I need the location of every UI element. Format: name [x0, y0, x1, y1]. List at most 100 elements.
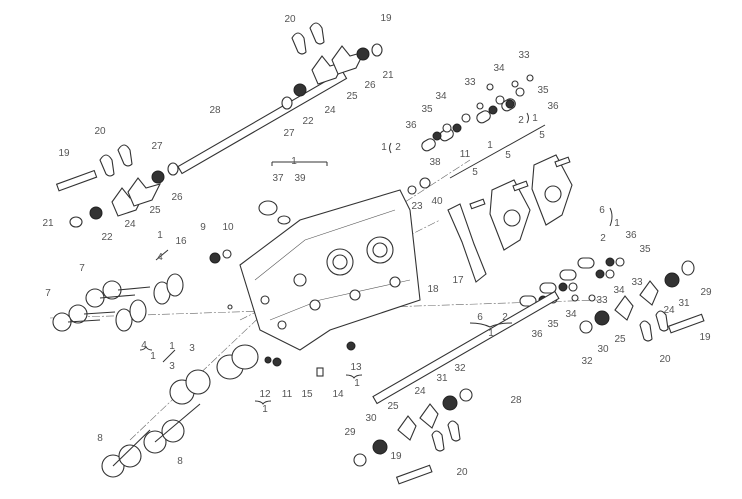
callout-label: 27	[151, 141, 163, 152]
callout-label: 1	[262, 404, 268, 415]
callout-label: 25	[614, 334, 626, 345]
callout-label: 26	[364, 80, 376, 91]
callout-label: 6	[599, 205, 605, 216]
callout-label: 15	[301, 389, 313, 400]
callout-label: 1	[381, 142, 387, 153]
callout-label: 1	[150, 351, 156, 362]
callout-label: 36	[531, 329, 543, 340]
callout-label: 24	[414, 386, 426, 397]
callout-label: 35	[547, 319, 559, 330]
callout-label: 36	[547, 101, 559, 112]
callout-label: 21	[42, 218, 54, 229]
callout-label: 24	[324, 105, 336, 116]
callout-label: 2	[518, 115, 524, 126]
callout-label: 34	[613, 285, 625, 296]
callout-label: 33	[464, 77, 476, 88]
callout-label: 2	[600, 233, 606, 244]
callout-label: 13	[350, 362, 362, 373]
callout-label: 33	[596, 295, 608, 306]
lower-rocker-shaft-assembly	[353, 260, 705, 485]
callout-label: 20	[659, 354, 671, 365]
callout-label: 18	[427, 284, 439, 295]
callout-label: 40	[431, 196, 443, 207]
callout-label: 1	[532, 113, 538, 124]
callout-label: 1	[354, 378, 360, 389]
camshaft-covers	[447, 154, 573, 283]
callout-label: 30	[365, 413, 377, 424]
callout-label: 33	[518, 50, 530, 61]
callout-label: 26	[171, 192, 183, 203]
callout-label: 10	[222, 222, 234, 233]
upper-rocker-shaft-assembly	[177, 22, 383, 175]
callout-label: 1	[157, 230, 163, 241]
callout-label: 2	[502, 312, 508, 323]
callout-label: 1	[487, 140, 493, 151]
callout-label: 22	[101, 232, 113, 243]
cylinder-head	[209, 189, 421, 351]
callout-label: 1	[169, 341, 175, 352]
callout-label: 24	[124, 219, 136, 230]
callout-label: 23	[411, 201, 423, 212]
callout-label: 19	[390, 451, 402, 462]
callout-label: 19	[699, 332, 711, 343]
valves-and-seals	[52, 273, 356, 478]
callout-label: 22	[302, 116, 314, 127]
callout-label: 1	[614, 218, 620, 229]
callout-label: 34	[435, 91, 447, 102]
callout-label: 24	[663, 305, 675, 316]
callout-label: 1	[488, 328, 494, 339]
callout-label: 30	[597, 344, 609, 355]
callout-label: 16	[175, 236, 187, 247]
callout-label: 31	[678, 298, 690, 309]
callout-label: 5	[539, 130, 545, 141]
callout-label: 35	[537, 85, 549, 96]
callout-label: 5	[472, 167, 478, 178]
callout-label: 21	[382, 70, 394, 81]
callout-label: 7	[45, 288, 51, 299]
callout-label: 34	[565, 309, 577, 320]
callout-label: 36	[625, 230, 637, 241]
callout-label: 32	[581, 356, 593, 367]
callout-label: 25	[387, 401, 399, 412]
callout-label: 3	[189, 343, 195, 354]
callout-label: 39	[294, 173, 306, 184]
callout-label: 29	[700, 287, 712, 298]
callout-label: 14	[332, 389, 344, 400]
callout-label: 7	[79, 263, 85, 274]
callout-label: 35	[421, 104, 433, 115]
callout-label: 33	[631, 277, 643, 288]
callout-label: 38	[429, 157, 441, 168]
callout-label: 20	[456, 467, 468, 478]
callout-label: 19	[58, 148, 70, 159]
callout-label: 29	[344, 427, 356, 438]
callout-label: 27	[283, 128, 295, 139]
callout-label: 11	[460, 149, 471, 160]
callout-label: 11	[282, 389, 293, 400]
callout-label: 19	[380, 13, 392, 24]
left-rocker-shaft-assembly	[55, 144, 179, 228]
callout-label: 34	[493, 63, 505, 74]
callout-label: 28	[510, 395, 522, 406]
callout-label: 32	[454, 363, 466, 374]
callout-label: 5	[505, 150, 511, 161]
callout-label: 1	[291, 156, 297, 167]
callout-label: 9	[200, 222, 206, 233]
callout-label: 20	[94, 126, 106, 137]
callout-label: 28	[209, 105, 221, 116]
callout-label: 4	[157, 252, 163, 263]
upper-tappets	[407, 74, 534, 195]
callout-label: 25	[149, 205, 161, 216]
callout-label: 31	[436, 373, 448, 384]
brackets	[139, 112, 613, 405]
callout-label: 17	[452, 275, 464, 286]
callout-label: 8	[97, 433, 103, 444]
callout-label: 20	[284, 14, 296, 25]
callout-label: 36	[405, 120, 417, 131]
callout-label: 25	[346, 91, 358, 102]
callout-label: 8	[177, 456, 183, 467]
callout-label: 3	[169, 361, 175, 372]
callout-label: 35	[639, 244, 651, 255]
callout-label: 4	[141, 340, 147, 351]
